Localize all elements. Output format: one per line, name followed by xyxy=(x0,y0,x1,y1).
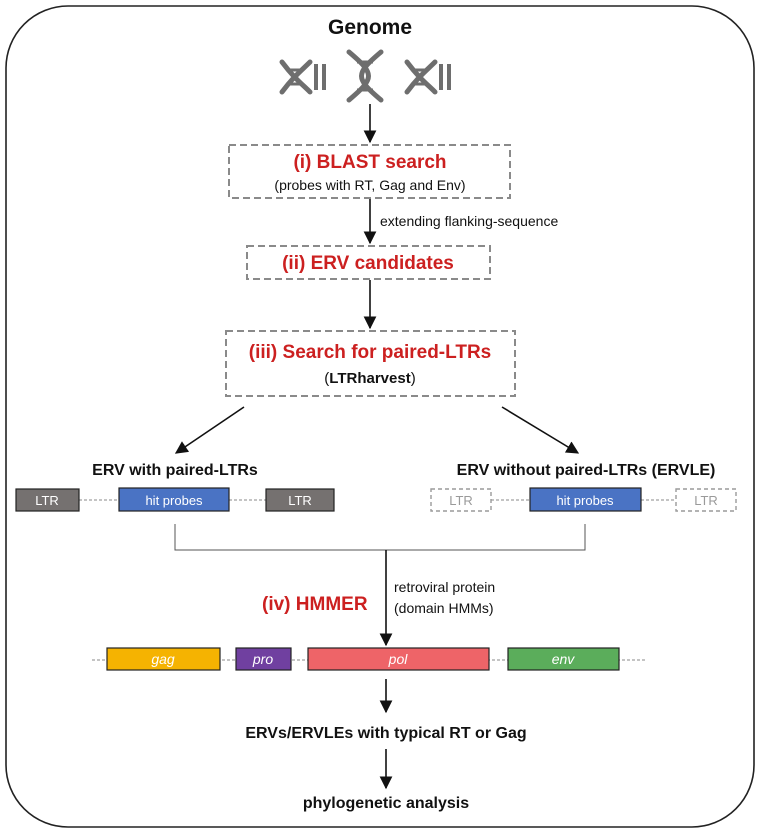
left-probe-box xyxy=(118,487,230,512)
left-ltr-box-1 xyxy=(15,488,80,512)
ltr-sub-open: ( xyxy=(324,370,329,387)
right-branch-label: ERV without paired-LTRs (ERVLE) xyxy=(457,462,716,479)
blast-subtitle: (probes with RT, Gag and Env) xyxy=(274,177,465,193)
hmmer-note-line1: retroviral protein xyxy=(394,579,495,595)
ltr-sub-close: ) xyxy=(411,370,416,387)
ltr-search-title: (iii) Search for paired-LTRs xyxy=(249,342,491,363)
right-ltr-label-1: LTR xyxy=(449,493,473,508)
right-probe-label: hit probes xyxy=(556,493,614,508)
hmmer-title: (iv) HMMER xyxy=(262,594,368,615)
env-box xyxy=(507,647,620,671)
extend-note: extending flanking-sequence xyxy=(380,213,558,229)
right-ltr-box-1 xyxy=(430,488,492,512)
dna-icon-right xyxy=(404,59,451,95)
pro-box xyxy=(235,647,292,671)
left-probe-label: hit probes xyxy=(145,493,203,508)
left-branch-label: ERV with paired-LTRs xyxy=(92,462,258,479)
dna-icon-center xyxy=(346,49,384,103)
left-ltr-label-2: LTR xyxy=(288,493,312,508)
right-ltr-label-2: LTR xyxy=(694,493,718,508)
pol-box xyxy=(307,647,490,671)
right-ltr-box-2 xyxy=(675,488,737,512)
blast-title: (i) BLAST search xyxy=(293,152,446,173)
result-label: ERVs/ERVLEs with typical RT or Gag xyxy=(245,725,526,742)
final-label: phylogenetic analysis xyxy=(303,795,469,812)
pol-label: pol xyxy=(388,651,409,667)
ltr-search-subtitle: (LTRharvest) xyxy=(324,370,415,387)
candidates-box xyxy=(246,245,491,280)
ltr-search-box xyxy=(225,330,516,397)
right-probe-box xyxy=(529,487,642,512)
candidates-title: (ii) ERV candidates xyxy=(282,253,454,274)
merge-bracket xyxy=(174,524,586,551)
dna-icon-left xyxy=(279,59,326,95)
ltr-sub-tool: LTRharvest xyxy=(329,370,410,387)
arrow-ltr-to-left xyxy=(174,406,245,454)
genome-title: Genome xyxy=(328,16,412,39)
hmmer-note-line2: (domain HMMs) xyxy=(394,600,494,616)
pro-label: pro xyxy=(252,651,273,667)
left-ltr-box-2 xyxy=(265,488,335,512)
gag-box xyxy=(106,647,221,671)
env-label: env xyxy=(552,651,576,667)
arrow-ltr-to-right xyxy=(501,406,580,454)
blast-box xyxy=(228,144,511,199)
left-ltr-label-1: LTR xyxy=(35,493,59,508)
outer-frame xyxy=(5,5,755,828)
gag-label: gag xyxy=(151,651,175,667)
